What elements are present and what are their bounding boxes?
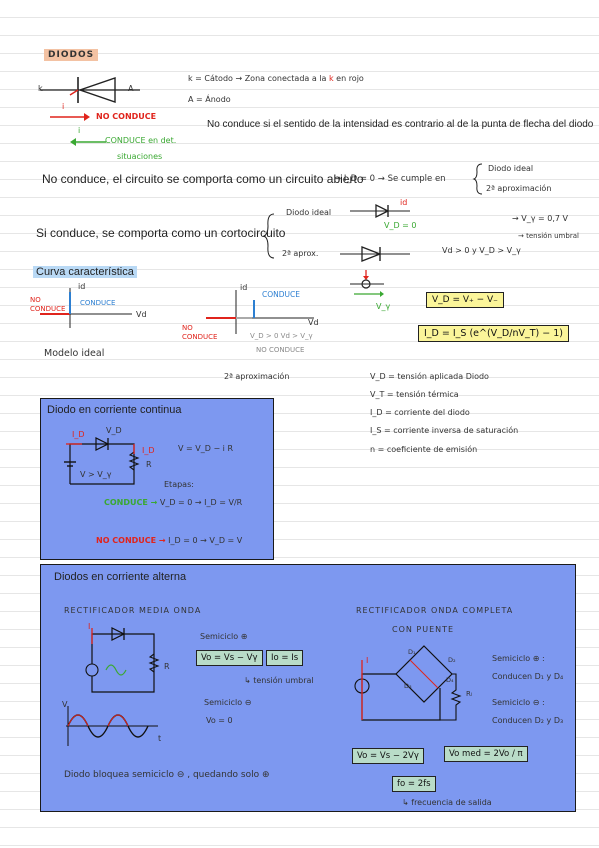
half-wave-circuit xyxy=(85,627,160,693)
curve2-aprox: 2ª aproximación xyxy=(224,372,290,381)
dc-circuit-diagram xyxy=(64,437,140,485)
half-wave-title: RECTIFICADOR MEDIA ONDA xyxy=(64,606,202,615)
bridge-freq: ↳ frecuencia de salida xyxy=(402,798,492,807)
curve2-vd: Vd xyxy=(308,318,319,327)
half-semi-neg: Semiciclo ⊖ xyxy=(204,698,252,707)
bridge-neg: Semiciclo ⊖ : xyxy=(492,698,545,707)
definition-id: I_D = corriente del diodo xyxy=(370,408,470,417)
case-ideal: Diodo ideal xyxy=(488,164,534,173)
dc-vsup: V > V_γ xyxy=(80,470,112,479)
full-wave-sub: CON PUENTE xyxy=(392,625,455,634)
curve2-id: id xyxy=(240,283,248,292)
rule-text: No conduce si el sentido de la intensida… xyxy=(207,119,594,130)
diode-ideal-icon xyxy=(350,203,410,219)
diode-symbol-icon xyxy=(40,77,140,103)
a-definition: A = Ánodo xyxy=(188,95,231,104)
full-wave-title: RECTIFICADOR ONDA COMPLETA xyxy=(356,606,514,615)
conduce-label-2: situaciones xyxy=(117,152,163,161)
vd-formula: V_D = V₊ − V₋ xyxy=(426,292,504,308)
id-formula: I_D = I_S (e^(V_D/nV_T) − 1) xyxy=(418,325,569,342)
curve2-vd-cond: V_D > 0 Vd > V_γ xyxy=(250,332,313,340)
bridge-d2: D₂ xyxy=(448,656,456,664)
aprox-curve-chart xyxy=(206,290,314,334)
half-t: t xyxy=(158,734,162,743)
bridge-neg2: Conducen D₂ y D₃ xyxy=(492,716,564,725)
half-eq1: Vo = Vs − Vγ xyxy=(196,650,263,666)
curve-conduce: CONDUCE xyxy=(80,299,116,307)
curve2-conduce: CONDUCE xyxy=(262,290,300,299)
dc-vd: V_D xyxy=(106,426,122,435)
dc-id: I_D xyxy=(72,430,85,439)
half-i: I xyxy=(88,622,91,631)
a-label: A xyxy=(128,84,134,93)
definition-n: n = coeficiente de emisión xyxy=(370,445,478,454)
bridge-eq3: Vo med = 2Vo / π xyxy=(444,746,528,762)
sc-aprox: 2ª aprox. xyxy=(282,249,319,258)
sc-vd0: V_D = 0 xyxy=(384,221,417,230)
conduce-label: CONDUCE en det. xyxy=(105,136,177,145)
sc-condition: Vd > 0 y V_D > V_γ xyxy=(442,246,521,255)
curve-no-conduce: NO CONDUCE xyxy=(30,296,66,313)
sc-ideal: Diodo ideal xyxy=(286,208,332,217)
no-conduce-label: NO CONDUCE xyxy=(96,112,157,121)
page-title: DIODOS xyxy=(44,44,99,62)
definition-vd: V_D = tensión aplicada Diodo xyxy=(370,372,489,381)
half-vo0: Vo = 0 xyxy=(206,716,233,725)
dc-r: R xyxy=(146,460,152,469)
curve-vd: Vd xyxy=(136,310,147,319)
half-semi-pos: Semiciclo ⊕ xyxy=(200,632,248,641)
sc-vy: → V_γ = 0,7 V xyxy=(512,214,568,223)
k-label: k xyxy=(38,84,43,93)
bridge-d4: D₄ xyxy=(446,676,454,684)
half-v: V xyxy=(62,700,68,709)
ideal-curve-chart xyxy=(40,288,132,328)
ac-box-title: Diodos en corriente alterna xyxy=(54,571,187,583)
red-arrow-icon xyxy=(50,113,90,121)
definition-is: I_S = corriente inversa de saturación xyxy=(370,426,519,435)
curve2-no-conduce: NO CONDUCE xyxy=(182,324,218,341)
i-label-2: i xyxy=(78,126,81,135)
bridge-i: I xyxy=(366,656,369,665)
half-bottom: Diodo bloquea semiciclo ⊖ , quedando sol… xyxy=(64,770,270,780)
bridge-d1: D₁ xyxy=(408,648,416,656)
half-r: R xyxy=(164,662,170,671)
ac-box xyxy=(40,564,576,812)
sc-umbral: → tensión umbral xyxy=(518,232,579,240)
half-umbral: ↳ tensión umbral xyxy=(244,676,314,685)
case-aprox: 2ª aproximación xyxy=(486,184,552,193)
dc-id-right: I_D xyxy=(142,446,155,455)
short-circuit-text: Si conduce, se comporta como un cortocir… xyxy=(36,226,286,240)
open-circuit-text: No conduce, el circuito se comporta como… xyxy=(42,172,364,186)
dc-etapas: Etapas: xyxy=(164,480,194,489)
diode-circle-icon xyxy=(350,270,384,297)
curve-id: id xyxy=(78,282,86,291)
i-label: i xyxy=(62,102,65,111)
bridge-circuit xyxy=(354,645,462,721)
model-ideal: Modelo ideal xyxy=(44,348,105,359)
bridge-rl: Rₗ xyxy=(466,690,473,698)
brace-icon xyxy=(472,163,483,195)
open-circuit-formula: → I_D = 0 → Se cumple en xyxy=(334,174,446,184)
dc-cond-row: CONDUCE → V_D = 0 → I_D = V/R xyxy=(104,498,243,507)
bridge-eq4: fo = 2fs xyxy=(392,776,436,792)
bridge-pos: Semiciclo ⊕ : xyxy=(492,654,545,663)
diode-aprox-icon xyxy=(340,246,410,262)
curve-title: Curva característica xyxy=(33,262,137,280)
sc-vy-label: V_γ xyxy=(376,302,391,311)
green-arrow-icon xyxy=(70,138,106,146)
half-eq1b: Io = Is xyxy=(266,650,304,666)
k-definition: k = Cátodo → Zona conectada a la k en ro… xyxy=(188,74,364,83)
brace-icon-2 xyxy=(262,213,275,259)
half-wave-graph xyxy=(66,706,158,746)
definition-vt: V_T = tensión térmica xyxy=(370,390,459,399)
dc-box-title: Diodo en corriente continua xyxy=(47,404,182,416)
sc-id: id xyxy=(400,198,408,207)
dc-nocond-row: NO CONDUCE → I_D = 0 → V_D = V xyxy=(96,536,243,545)
bridge-eq2: Vo = Vs − 2Vγ xyxy=(352,748,424,764)
bridge-d3: D₃ xyxy=(404,682,412,690)
curve2-no-conduce-grey: NO CONDUCE xyxy=(256,346,305,354)
dc-vr: V = V_D − i R xyxy=(178,444,234,453)
dc-box xyxy=(40,398,274,560)
bridge-pos2: Conducen D₁ y D₄ xyxy=(492,672,564,681)
